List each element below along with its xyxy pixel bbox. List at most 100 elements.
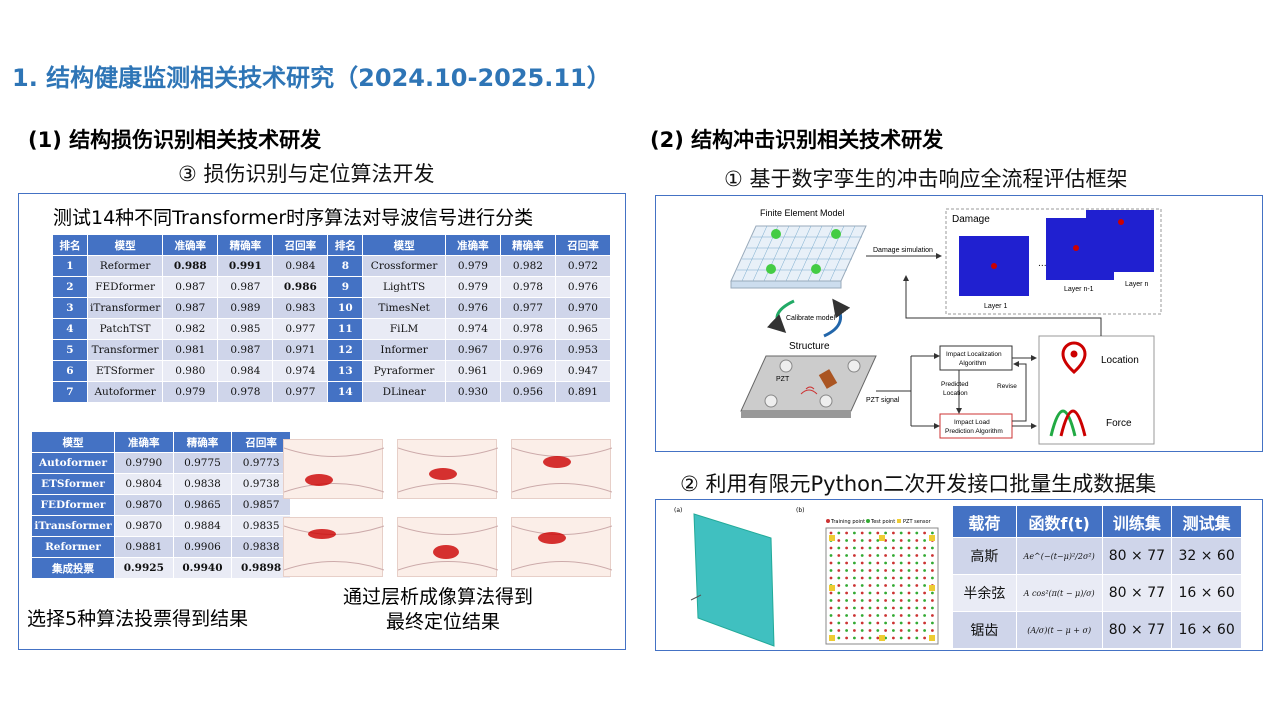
table-cell: 80 × 77 xyxy=(1101,537,1173,575)
table-cell: 0.983 xyxy=(272,297,329,319)
grid-point xyxy=(899,569,903,572)
grid-point xyxy=(884,591,887,595)
column-header: 测试集 xyxy=(1171,505,1242,538)
framework-diagram: Finite Element Model Damage simulation D… xyxy=(730,208,1162,445)
table-cell: 80 × 77 xyxy=(1101,611,1173,649)
table-cell: 11 xyxy=(327,318,364,340)
table-cell: 6 xyxy=(52,360,88,382)
table-cell: 0.891 xyxy=(554,381,612,403)
table-cell: DLinear xyxy=(362,381,446,403)
grid-point xyxy=(923,576,926,580)
table-cell: 0.9865 xyxy=(172,494,233,516)
structure-label: Structure xyxy=(789,341,830,352)
grid-point xyxy=(853,576,856,580)
grid-point xyxy=(853,569,856,572)
grid-point xyxy=(876,614,880,617)
grid-point xyxy=(829,629,833,632)
grid-point xyxy=(837,636,841,640)
grid-point xyxy=(829,569,833,572)
grid-point xyxy=(923,629,926,632)
grid-point xyxy=(892,546,895,550)
grid-point xyxy=(907,561,911,565)
grid-point xyxy=(892,576,895,580)
table-cell: 7 xyxy=(52,381,88,403)
tomography-image-5 xyxy=(397,517,499,577)
pzt-sensor xyxy=(879,535,885,541)
table-cell: 0.976 xyxy=(444,297,501,319)
grid-point xyxy=(892,621,895,625)
grid-point xyxy=(876,539,880,542)
table-cell: 0.982 xyxy=(162,318,219,340)
grid-point xyxy=(876,569,880,572)
pzt-sensor xyxy=(929,535,935,541)
grid-point xyxy=(899,539,903,542)
grid-point xyxy=(876,591,880,595)
table-cell: 16 × 60 xyxy=(1171,574,1242,612)
table-cell: 0.9940 xyxy=(172,557,233,579)
grid-point xyxy=(853,591,856,595)
grid-point xyxy=(884,569,887,572)
grid-point xyxy=(860,621,864,625)
table-cell: iTransformer xyxy=(86,297,164,319)
grid-point xyxy=(829,546,833,550)
grid-point xyxy=(884,546,887,550)
column-header: 模型 xyxy=(31,431,115,453)
grid-point xyxy=(868,599,872,602)
table-cell: FiLM xyxy=(362,318,446,340)
table-cell: ETSformer xyxy=(86,360,164,382)
grid-point xyxy=(837,584,841,587)
grid-point xyxy=(829,576,833,580)
grid-point xyxy=(860,561,864,565)
pzt-sensor xyxy=(879,635,885,641)
column-header: 训练集 xyxy=(1101,505,1173,538)
table-cell: 0.967 xyxy=(444,339,501,361)
fig-label-b: (b) xyxy=(796,507,805,514)
grid-point xyxy=(845,606,848,610)
grid-point xyxy=(868,606,872,610)
right-sub-title-2: ② 利用有限元Python二次开发接口批量生成数据集 xyxy=(680,472,1157,496)
grid-point xyxy=(837,569,841,572)
layer-1-label: Layer 1 xyxy=(984,303,1007,310)
table-cell: 0.987 xyxy=(217,276,274,298)
fem-mesh xyxy=(730,225,867,289)
load-algo-line1: Impact Load xyxy=(954,419,990,426)
grid-point xyxy=(868,591,872,595)
table-cell: 0.9775 xyxy=(172,452,233,474)
grid-point xyxy=(868,584,872,587)
table-cell: 5 xyxy=(52,339,88,361)
grid-point xyxy=(837,621,841,625)
table-cell: 0.9838 xyxy=(231,536,291,558)
grid-point xyxy=(876,629,880,632)
grid-point xyxy=(884,629,887,632)
table-cell: PatchTST xyxy=(86,318,164,340)
grid-point xyxy=(923,614,926,617)
table-cell: Crossformer xyxy=(362,255,446,277)
table-cell: 0.985 xyxy=(217,318,274,340)
tomo-caption-2: 最终定位结果 xyxy=(386,611,501,633)
grid-point xyxy=(837,561,841,565)
table-cell: 0.930 xyxy=(444,381,501,403)
grid-point xyxy=(860,614,864,617)
grid-point xyxy=(931,614,934,617)
vote-caption: 选择5种算法投票得到结果 xyxy=(27,608,249,630)
table-cell: 0.991 xyxy=(217,255,274,277)
grid-point xyxy=(884,614,887,617)
fem-plate xyxy=(693,513,775,647)
table-cell: Autoformer xyxy=(31,452,115,474)
grid-point xyxy=(860,554,864,557)
grid-point xyxy=(876,636,880,640)
tomography-image-6 xyxy=(511,517,613,577)
table-cell: 0.9773 xyxy=(231,452,291,474)
grid-point xyxy=(837,531,841,535)
grid-point xyxy=(892,539,895,542)
grid-point xyxy=(892,599,895,602)
grid-point xyxy=(884,621,887,625)
table-cell: 0.947 xyxy=(554,360,612,382)
